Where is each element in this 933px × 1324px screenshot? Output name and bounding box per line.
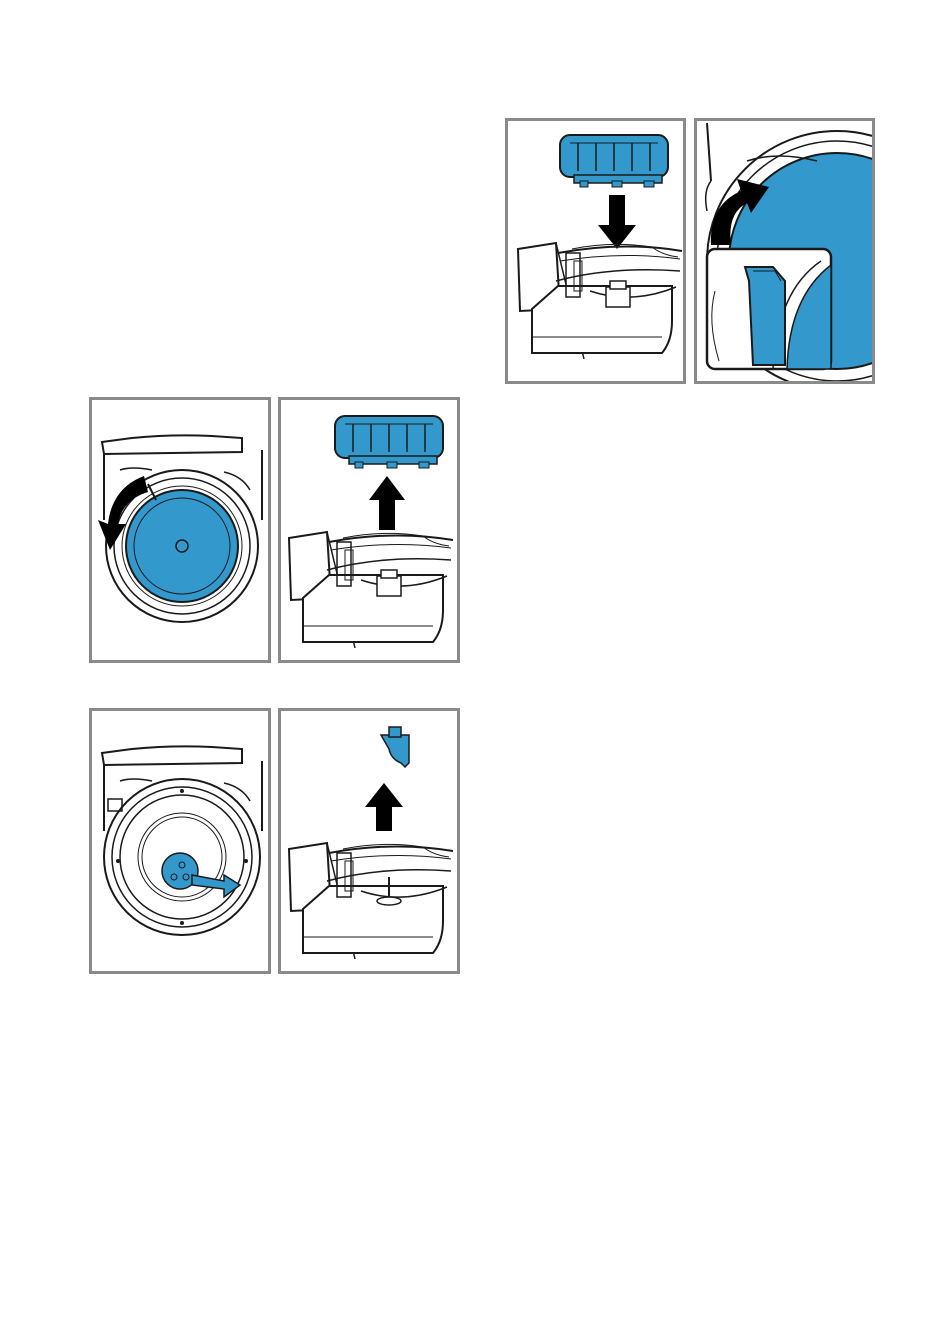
bowl-icon	[289, 532, 453, 648]
figure-remove-agitator	[278, 708, 460, 974]
locate-spindle-illustration	[92, 711, 268, 971]
arrow-up-icon	[369, 476, 405, 530]
figure-remove-filter	[278, 397, 460, 663]
bowl-icon	[289, 843, 453, 959]
figure-unlock-filter	[89, 397, 271, 663]
arrow-up-icon	[365, 783, 403, 831]
arrow-down-icon	[598, 195, 636, 249]
figure-locate-spindle	[89, 708, 271, 974]
lock-filter-illustration	[697, 121, 872, 381]
bowl-icon	[518, 243, 682, 359]
figure-lock-filter	[694, 118, 875, 384]
agitator-icon	[381, 727, 409, 767]
unlock-filter-illustration	[92, 400, 268, 660]
remove-filter-illustration	[281, 400, 457, 660]
insert-filter-illustration	[508, 121, 683, 381]
latch-detail-icon	[707, 249, 831, 369]
remove-agitator-illustration	[281, 711, 457, 971]
filter-disc-icon	[126, 490, 238, 602]
filter-unit-icon	[560, 135, 668, 187]
filter-unit-icon	[335, 416, 443, 468]
figure-insert-filter	[505, 118, 686, 384]
